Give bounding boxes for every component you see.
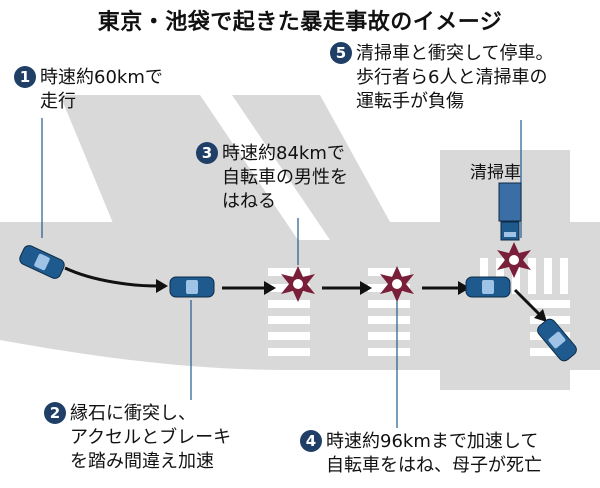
step-4-line-1: 時速約96kmまで加速して bbox=[326, 431, 539, 452]
path-curve bbox=[64, 266, 159, 288]
road-upper-left bbox=[60, 95, 280, 240]
arrowhead bbox=[360, 281, 372, 295]
step-5-line-1: 清掃車と衝突して停車。 bbox=[356, 43, 554, 64]
step-3-line-1: 時速約84kmで bbox=[222, 143, 345, 164]
path-segment-5 bbox=[513, 288, 542, 317]
step-3-line-3: はねる bbox=[222, 191, 276, 212]
garbage-truck-label: 清掃車 bbox=[470, 163, 521, 183]
car-icon bbox=[169, 276, 215, 298]
arrowhead bbox=[458, 281, 470, 295]
step-2-line-1: 縁石に衝突し、 bbox=[70, 403, 196, 424]
step-5-line-2: 歩行者ら6人と清掃車の bbox=[356, 67, 548, 88]
step-2-badge: 2 bbox=[44, 402, 66, 424]
step-4-badge: 4 bbox=[300, 430, 322, 452]
step-1-badge: 1 bbox=[14, 66, 36, 88]
car-icon bbox=[537, 318, 577, 362]
step-2-line-2: アクセルとブレーキ bbox=[70, 427, 232, 448]
arrowhead bbox=[534, 309, 547, 322]
road-upper-right bbox=[225, 95, 400, 240]
step-1-line-2: 走行 bbox=[40, 91, 76, 112]
arrowhead bbox=[156, 279, 168, 293]
step-5-badge: 5 bbox=[330, 42, 352, 64]
step-2-line-3: を踏み間違え加速 bbox=[70, 451, 214, 472]
collision-burst-icon bbox=[380, 266, 414, 302]
car-icon bbox=[465, 276, 511, 298]
collision-burst-icon bbox=[281, 266, 315, 302]
step-4-line-2: 自転車をはね、母子が死亡 bbox=[326, 455, 542, 476]
step-5-line-3: 運転手が負傷 bbox=[356, 91, 464, 112]
collision-burst-icon bbox=[497, 242, 531, 278]
step-3-line-2: 自転車の男性を bbox=[222, 167, 348, 188]
diagram-title: 東京・池袋で起きた暴走事故のイメージ bbox=[97, 10, 503, 35]
step-3-badge: 3 bbox=[196, 142, 218, 164]
garbage-truck-icon bbox=[498, 182, 522, 241]
step-1-line-1: 時速約60kmで bbox=[40, 67, 163, 88]
arrowhead bbox=[264, 281, 276, 295]
road-upper-mid bbox=[175, 95, 300, 240]
road-gap bbox=[200, 95, 330, 240]
car-icon bbox=[19, 245, 65, 279]
